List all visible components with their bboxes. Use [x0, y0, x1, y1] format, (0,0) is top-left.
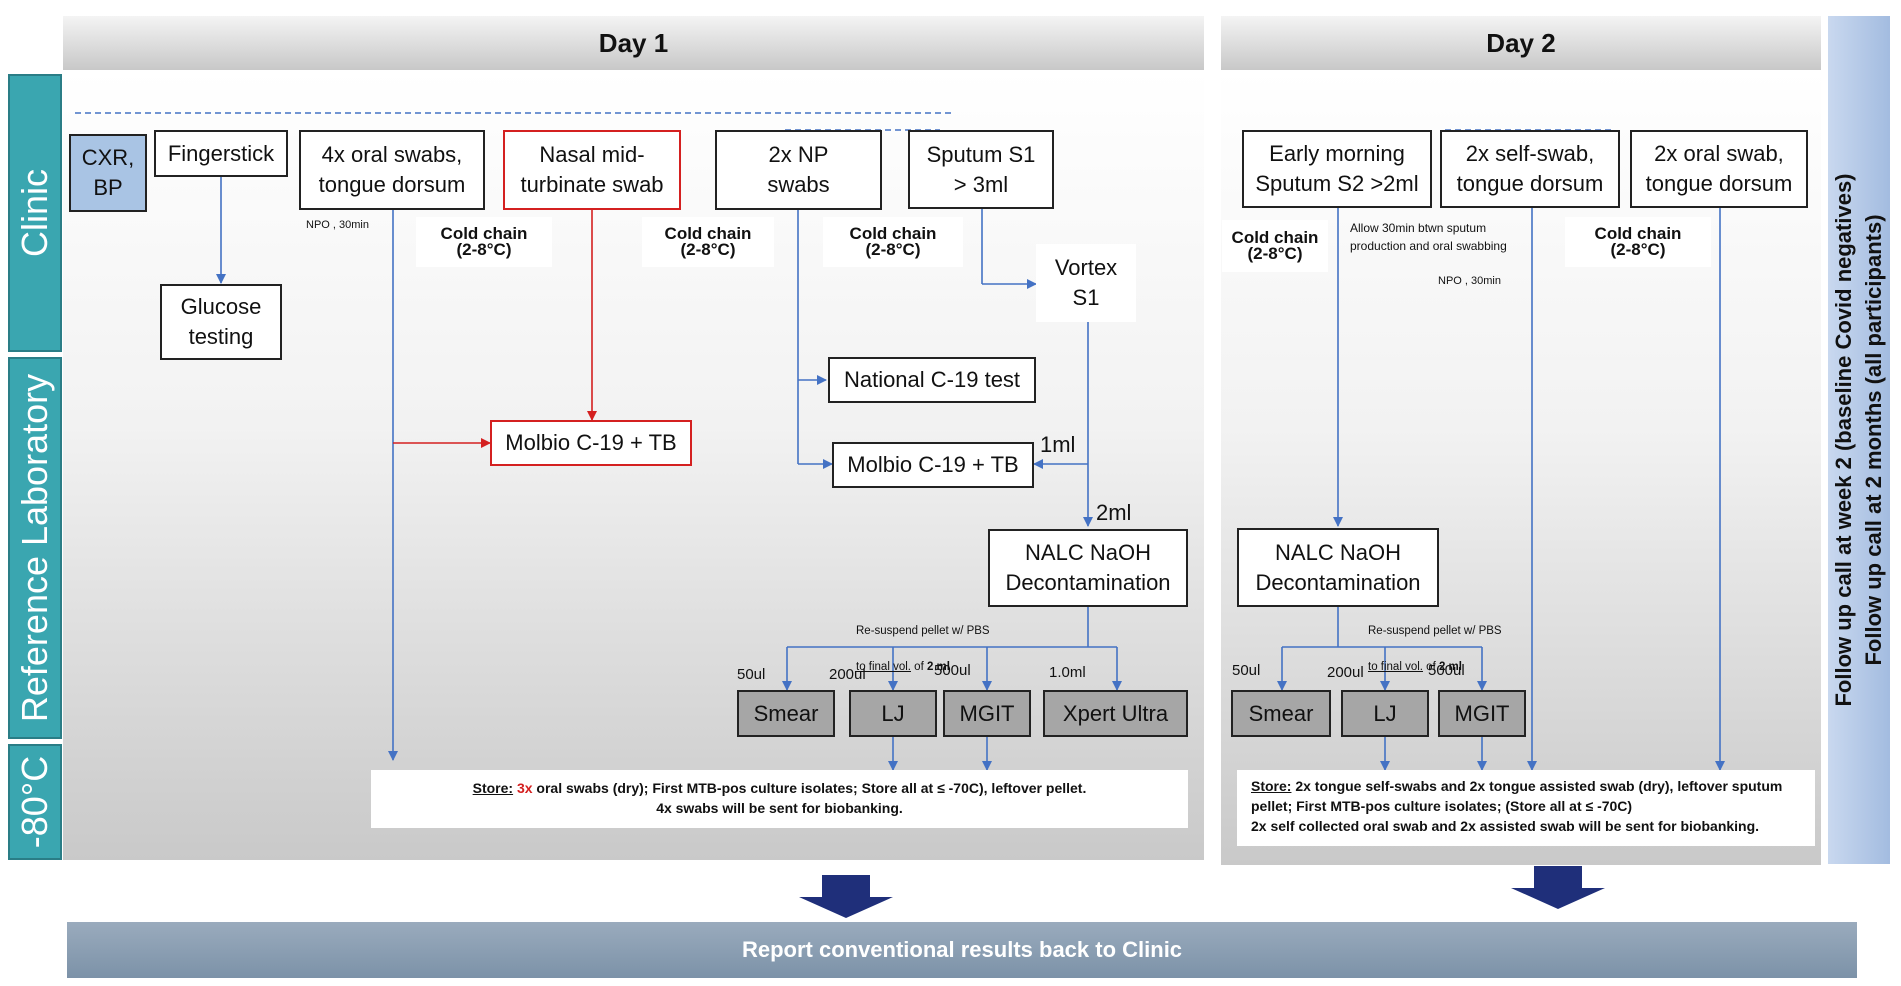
resuspend-note-day2: Re-suspend pellet w/ PBS to final vol. o…	[1368, 625, 1502, 673]
lj-box-day2: LJ	[1341, 690, 1429, 737]
report-arrow-day1	[799, 875, 893, 918]
mgit-box-day2: MGIT	[1438, 690, 1526, 737]
follow-up-text: Follow up call at week 2 (baseline Covid…	[1831, 173, 1886, 707]
freezer-section-label: -80°C	[8, 744, 62, 860]
vol-1ml-day1: 1.0ml	[1049, 664, 1086, 681]
vol-200ul-day1: 200ul	[829, 666, 866, 683]
vol-500ul-day2: 500ul	[1428, 662, 1465, 679]
self-swab-box: 2x self-swab, tongue dorsum	[1440, 130, 1620, 208]
cxr-bp-box: CXR, BP	[69, 134, 147, 212]
fingerstick-box: Fingerstick	[154, 130, 288, 177]
npo-note-day2: NPO , 30min	[1438, 275, 1501, 287]
sputum-s2-box: Early morning Sputum S2 >2ml	[1242, 130, 1432, 208]
npo-note: NPO , 30min	[306, 219, 369, 231]
report-arrow-day2	[1511, 866, 1605, 909]
store-note-day1: Store: 3x oral swabs (dry); First MTB-po…	[371, 770, 1188, 828]
vol-50ul-day2: 50ul	[1232, 662, 1261, 679]
nasal-swab-box: Nasal mid- turbinate swab	[503, 130, 681, 210]
follow-up-bar: Follow up call at week 2 (baseline Covid…	[1828, 16, 1890, 864]
molbio-left-box: Molbio C-19 + TB	[490, 420, 692, 466]
clinic-section-label: Clinic	[8, 74, 62, 352]
report-results-bar: Report conventional results back to Clin…	[67, 922, 1857, 978]
cold-chain-note-1: Cold chain (2-8°C)	[416, 217, 552, 267]
allow-30min-note: Allow 30min btwn sputum production and o…	[1350, 221, 1507, 253]
lj-box-day1: LJ	[849, 690, 937, 737]
nalc-naoh-box-day2: NALC NaOH Decontamination	[1237, 528, 1439, 607]
smear-box-day2: Smear	[1231, 690, 1331, 737]
vortex-s1-box: Vortex S1	[1036, 244, 1136, 322]
sputum-s1-box: Sputum S1 > 3ml	[908, 130, 1054, 209]
vol-500ul-day1: 500ul	[934, 662, 971, 679]
xpert-ultra-box: Xpert Ultra	[1043, 690, 1188, 737]
national-c19-test-box: National C-19 test	[828, 357, 1036, 403]
day1-header: Day 1	[63, 16, 1204, 70]
cold-chain-note-day2-1: Cold chain (2-8°C)	[1222, 220, 1328, 272]
oral-swabs-box: 4x oral swabs, tongue dorsum	[299, 130, 485, 210]
smear-box-day1: Smear	[737, 690, 835, 737]
molbio-right-box: Molbio C-19 + TB	[832, 442, 1034, 488]
vol-50ul-day1: 50ul	[737, 666, 766, 683]
nalc-naoh-box-day1: NALC NaOH Decontamination	[988, 529, 1188, 607]
report-results-text: Report conventional results back to Clin…	[741, 937, 1183, 962]
day1-title: Day 1	[598, 27, 669, 58]
one-ml-label: 1ml	[1040, 432, 1076, 457]
np-swabs-box: 2x NP swabs	[715, 130, 882, 210]
day2-header: Day 2	[1221, 16, 1821, 70]
two-ml-label: 2ml	[1096, 500, 1132, 525]
resuspend-note-day1: Re-suspend pellet w/ PBS to final vol. o…	[856, 625, 990, 673]
glucose-testing-box: Glucose testing	[160, 284, 282, 360]
cold-chain-note-day2-2: Cold chain (2-8°C)	[1565, 217, 1711, 267]
cold-chain-note-2: Cold chain (2-8°C)	[642, 217, 774, 267]
day2-title: Day 2	[1486, 27, 1556, 58]
mgit-box-day1: MGIT	[943, 690, 1031, 737]
cold-chain-note-3: Cold chain (2-8°C)	[823, 217, 963, 267]
store-note-day2: Store: 2x tongue self-swabs and 2x tongu…	[1237, 770, 1815, 846]
oral-swab-box-day2: 2x oral swab, tongue dorsum	[1630, 130, 1808, 208]
vol-200ul-day2: 200ul	[1327, 664, 1364, 681]
reference-lab-section-label: Reference Laboratory	[8, 357, 62, 739]
